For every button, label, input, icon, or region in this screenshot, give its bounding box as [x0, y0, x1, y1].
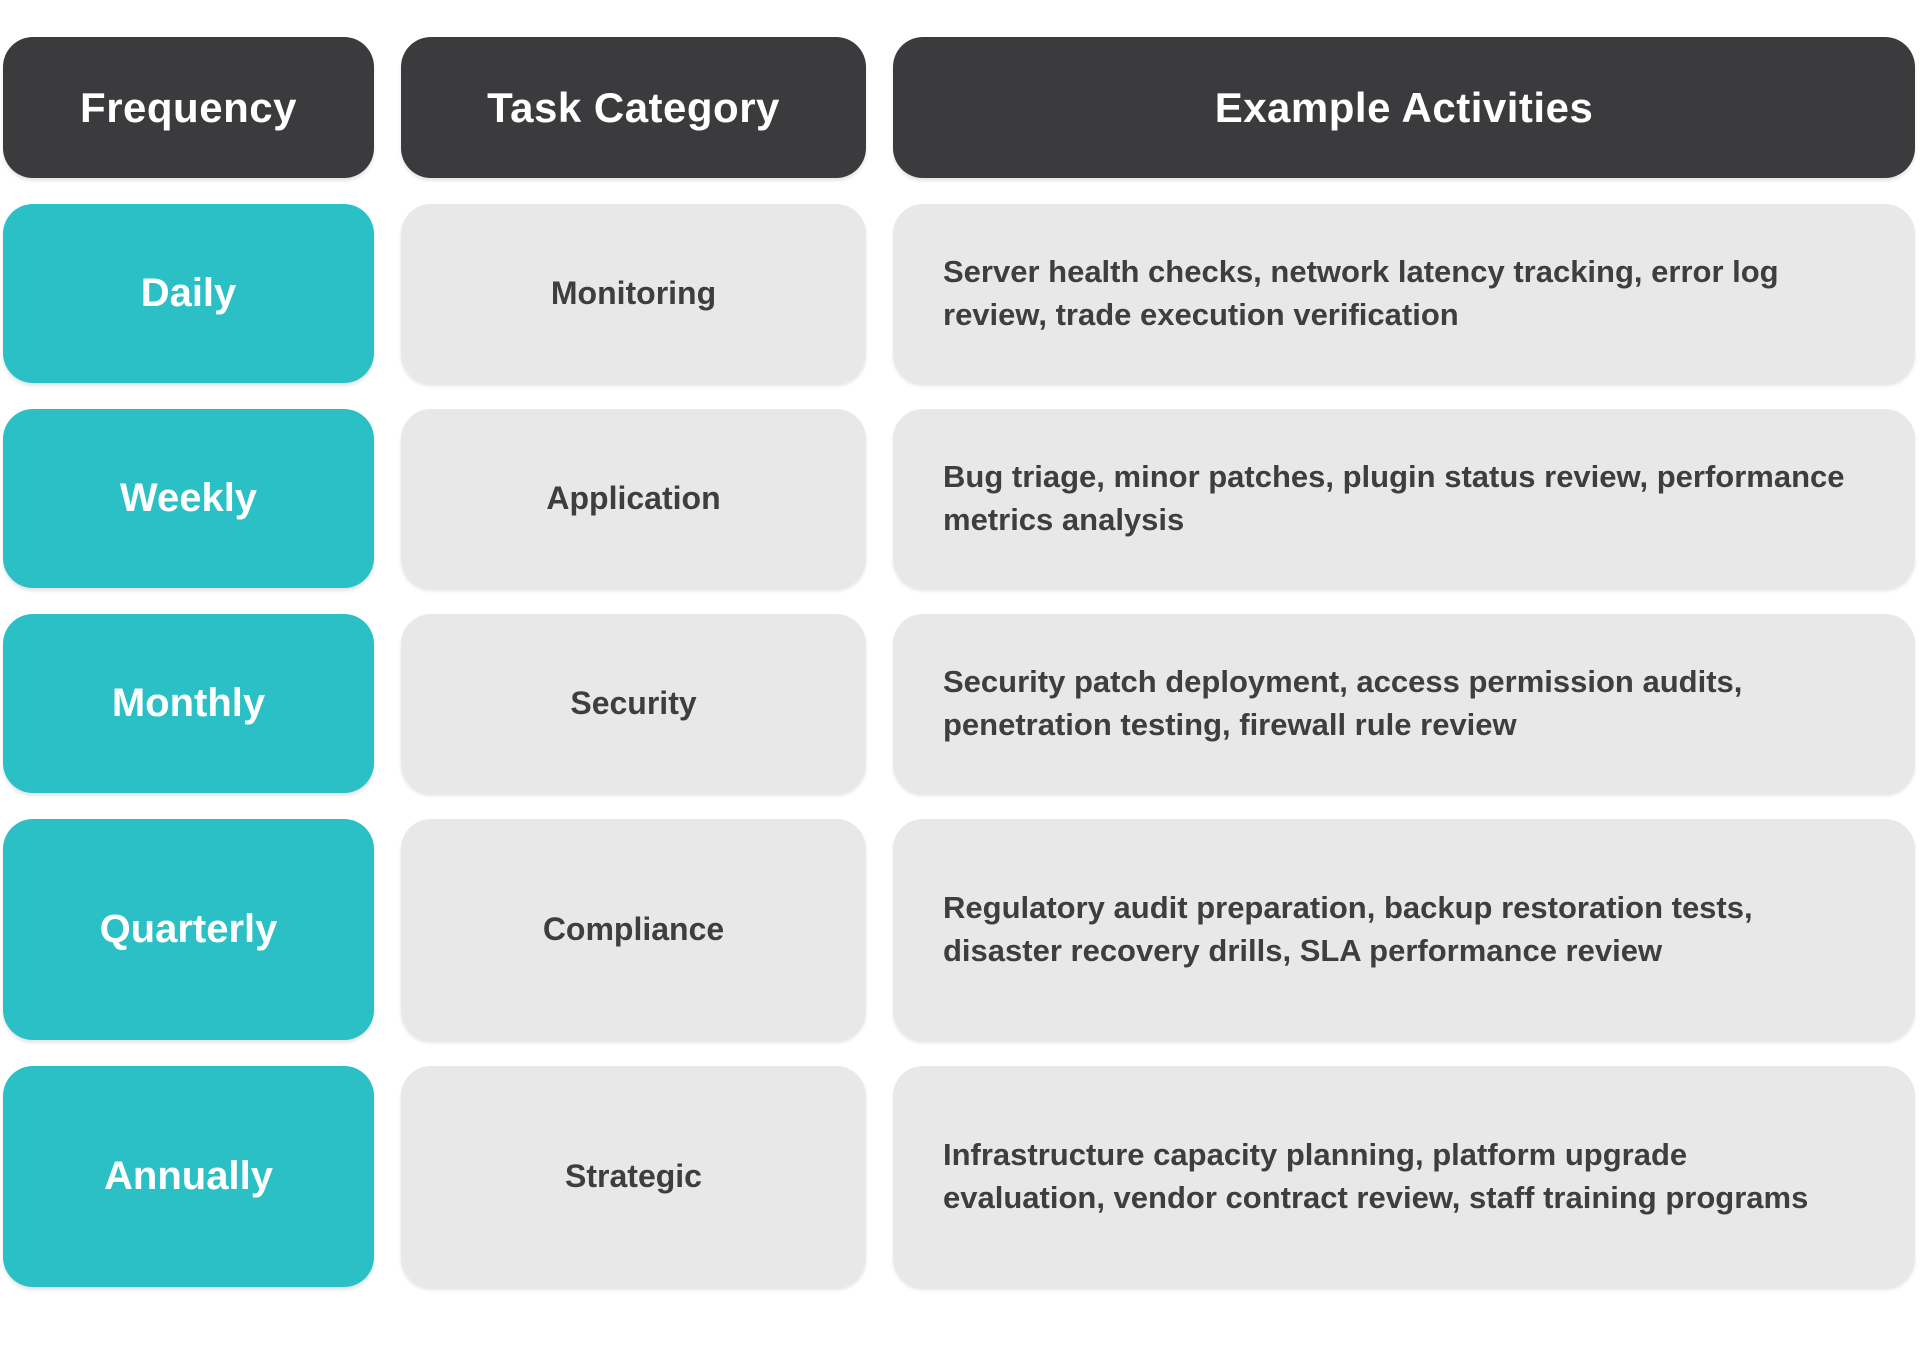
category-cell-security: Security [401, 614, 866, 793]
activities-text: Regulatory audit preparation, backup res… [943, 889, 1753, 968]
category-label: Security [570, 685, 697, 721]
header-label-task-category: Task Category [487, 83, 780, 131]
activities-cell-quarterly: Regulatory audit preparation, backup res… [893, 819, 1915, 1040]
header-label-frequency: Frequency [80, 83, 297, 131]
frequency-label: Quarterly [99, 907, 278, 951]
activities-text: Server health checks, network latency tr… [943, 253, 1779, 332]
frequency-label: Annually [104, 1154, 273, 1198]
header-cell-frequency: Frequency [3, 37, 374, 178]
category-cell-strategic: Strategic [401, 1066, 866, 1287]
activities-cell-daily: Server health checks, network latency tr… [893, 204, 1915, 383]
frequency-cell-monthly: Monthly [3, 614, 374, 793]
header-label-example-activities: Example Activities [1214, 83, 1594, 131]
frequency-cell-weekly: Weekly [3, 409, 374, 588]
category-cell-compliance: Compliance [401, 819, 866, 1040]
frequency-cell-daily: Daily [3, 204, 374, 383]
frequency-label: Monthly [111, 681, 266, 725]
activities-cell-annually: Infrastructure capacity planning, platfo… [893, 1066, 1915, 1287]
category-label: Application [546, 480, 721, 516]
header-cell-example-activities: Example Activities [893, 37, 1915, 178]
frequency-cell-quarterly: Quarterly [3, 819, 374, 1040]
activities-text: Security patch deployment, access permis… [943, 663, 1743, 742]
category-cell-monitoring: Monitoring [401, 204, 866, 383]
activities-cell-weekly: Bug triage, minor patches, plugin status… [893, 409, 1915, 588]
table-grid: Frequency Task Category Example Activiti… [3, 37, 1915, 1287]
activities-cell-monthly: Security patch deployment, access permis… [893, 614, 1915, 793]
activities-text: Bug triage, minor patches, plugin status… [943, 458, 1845, 537]
header-cell-task-category: Task Category [401, 37, 866, 178]
category-label: Monitoring [550, 275, 717, 311]
category-label: Compliance [542, 911, 725, 947]
category-label: Strategic [565, 1158, 702, 1194]
activities-text: Infrastructure capacity planning, platfo… [943, 1136, 1809, 1215]
frequency-label: Daily [140, 271, 237, 315]
frequency-cell-annually: Annually [3, 1066, 374, 1287]
category-cell-application: Application [401, 409, 866, 588]
frequency-label: Weekly [119, 476, 258, 520]
